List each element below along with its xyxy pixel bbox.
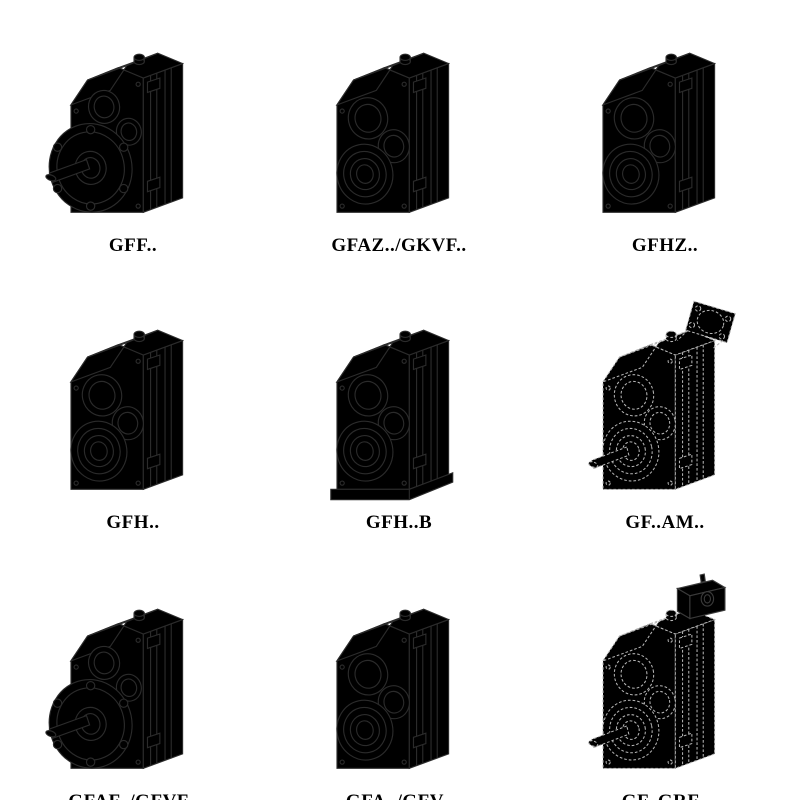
variant-label: GF..AM.. <box>625 512 705 533</box>
variant-cell-gfh: GFH.. <box>40 293 226 538</box>
variant-label: GFHZ.. <box>631 235 699 256</box>
variant-label: GFH.. <box>106 512 160 533</box>
variant-label: GFA../GFV.. <box>346 791 452 800</box>
variant-label: GFH..B <box>365 512 433 533</box>
variant-label: GFF.. <box>108 235 158 256</box>
gearbox-drawing-flange-shaft <box>40 16 226 233</box>
gearbox-drawing-gear-adapter <box>572 572 758 789</box>
variant-label: GFAZ../GKVF.. <box>331 235 467 256</box>
gearbox-drawing-square-input-flange <box>572 293 758 510</box>
variant-cell-gfaf-gfvf: GFAF../GFVF.. <box>40 570 226 800</box>
gearbox-drawing-flange-shaft <box>40 572 226 789</box>
gearbox-drawing-hollow-shaft <box>572 16 758 233</box>
variant-cell-gf-am: GF..AM.. <box>572 293 758 538</box>
gearbox-drawing-hollow-shaft <box>306 572 492 789</box>
variant-cell-gfhz: GFHZ.. <box>572 16 758 261</box>
gearbox-drawing-hollow-shaft <box>306 16 492 233</box>
variant-cell-gfaz-gkvf: GFAZ../GKVF.. <box>306 16 492 261</box>
variant-cell-gfh-b: GFH..B <box>306 293 492 538</box>
gearbox-drawing-hollow-foot <box>306 293 492 510</box>
variant-label: GF..GRF.. <box>622 791 709 800</box>
variant-cell-gfa-gfv: GFA../GFV.. <box>306 570 492 800</box>
variant-cell-gf-grf: GF..GRF.. <box>572 570 758 800</box>
variant-cell-gff: GFF.. <box>40 16 226 261</box>
variant-label: GFAF../GFVF.. <box>68 791 197 800</box>
gearbox-drawing-hollow-shaft <box>40 293 226 510</box>
